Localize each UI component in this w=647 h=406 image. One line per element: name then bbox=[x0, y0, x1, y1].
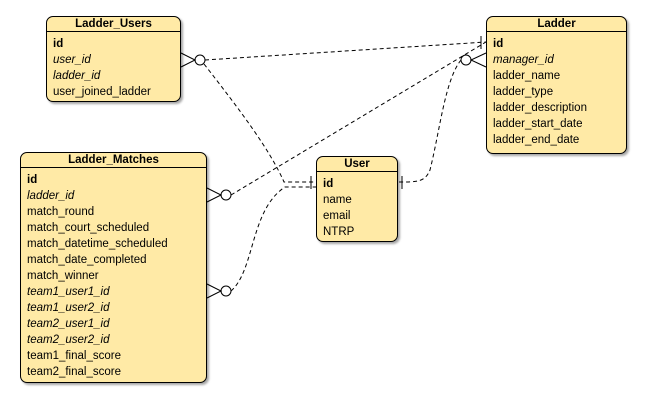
attribute: match_datetime_scheduled bbox=[27, 238, 168, 250]
attribute: user_id bbox=[53, 54, 91, 66]
attribute: team2_user1_id bbox=[27, 318, 110, 330]
many-end-circle bbox=[220, 189, 232, 201]
many-end-circle bbox=[220, 285, 232, 297]
entity-ladder-matches[interactable]: Ladder_Matches id ladder_id match_round … bbox=[20, 152, 207, 383]
attribute: ladder_id bbox=[27, 190, 75, 202]
entity-title: Ladder_Users bbox=[47, 17, 180, 32]
attribute: id bbox=[27, 174, 38, 186]
attribute: match_round bbox=[27, 206, 95, 218]
entity-title: User bbox=[317, 157, 397, 172]
attribute: user_joined_ladder bbox=[53, 86, 151, 98]
edge-ladder-users-to-user bbox=[203, 63, 316, 183]
edge-ladder-matches-to-ladder bbox=[230, 41, 487, 196]
entity-user[interactable]: User id name email NTRP bbox=[316, 156, 398, 242]
edge-ladder-users-to-ladder bbox=[204, 41, 487, 61]
attribute: team2_user2_id bbox=[27, 334, 110, 346]
attribute: team1_final_score bbox=[27, 350, 121, 362]
edge-ladder-matches-to-user bbox=[230, 186, 316, 292]
attribute: team1_user2_id bbox=[27, 302, 110, 314]
crow-foot-marker bbox=[469, 52, 487, 68]
attribute: id bbox=[323, 178, 334, 190]
many-end-circle bbox=[194, 54, 206, 66]
entity-ladder-users[interactable]: Ladder_Users id user_id ladder_id user_j… bbox=[46, 16, 181, 102]
attribute: team2_final_score bbox=[27, 366, 121, 378]
attribute: ladder_description bbox=[493, 102, 587, 114]
attribute: id bbox=[493, 38, 504, 50]
attribute: ladder_end_date bbox=[493, 134, 580, 146]
attribute: match_winner bbox=[27, 270, 99, 282]
entity-ladder[interactable]: Ladder id manager_id ladder_name ladder_… bbox=[486, 16, 627, 154]
attribute: ladder_name bbox=[493, 70, 561, 82]
entity-title: Ladder_Matches bbox=[21, 153, 206, 168]
crow-foot-marker bbox=[206, 283, 223, 299]
attribute: NTRP bbox=[323, 226, 355, 238]
attribute: email bbox=[323, 210, 351, 222]
attribute: match_date_completed bbox=[27, 254, 147, 266]
attribute: ladder_start_date bbox=[493, 118, 583, 130]
crow-foot-marker bbox=[180, 52, 197, 68]
edge-ladder-to-user bbox=[397, 59, 462, 183]
attribute: ladder_type bbox=[493, 86, 554, 98]
attribute: match_court_scheduled bbox=[27, 222, 150, 234]
many-end-circle bbox=[460, 54, 472, 66]
attribute: manager_id bbox=[493, 54, 554, 66]
entity-title: Ladder bbox=[487, 17, 626, 32]
attribute: team1_user1_id bbox=[27, 286, 110, 298]
crow-foot-marker bbox=[206, 187, 223, 203]
attribute: id bbox=[53, 38, 64, 50]
attribute: ladder_id bbox=[53, 70, 101, 82]
attribute: name bbox=[323, 194, 352, 206]
